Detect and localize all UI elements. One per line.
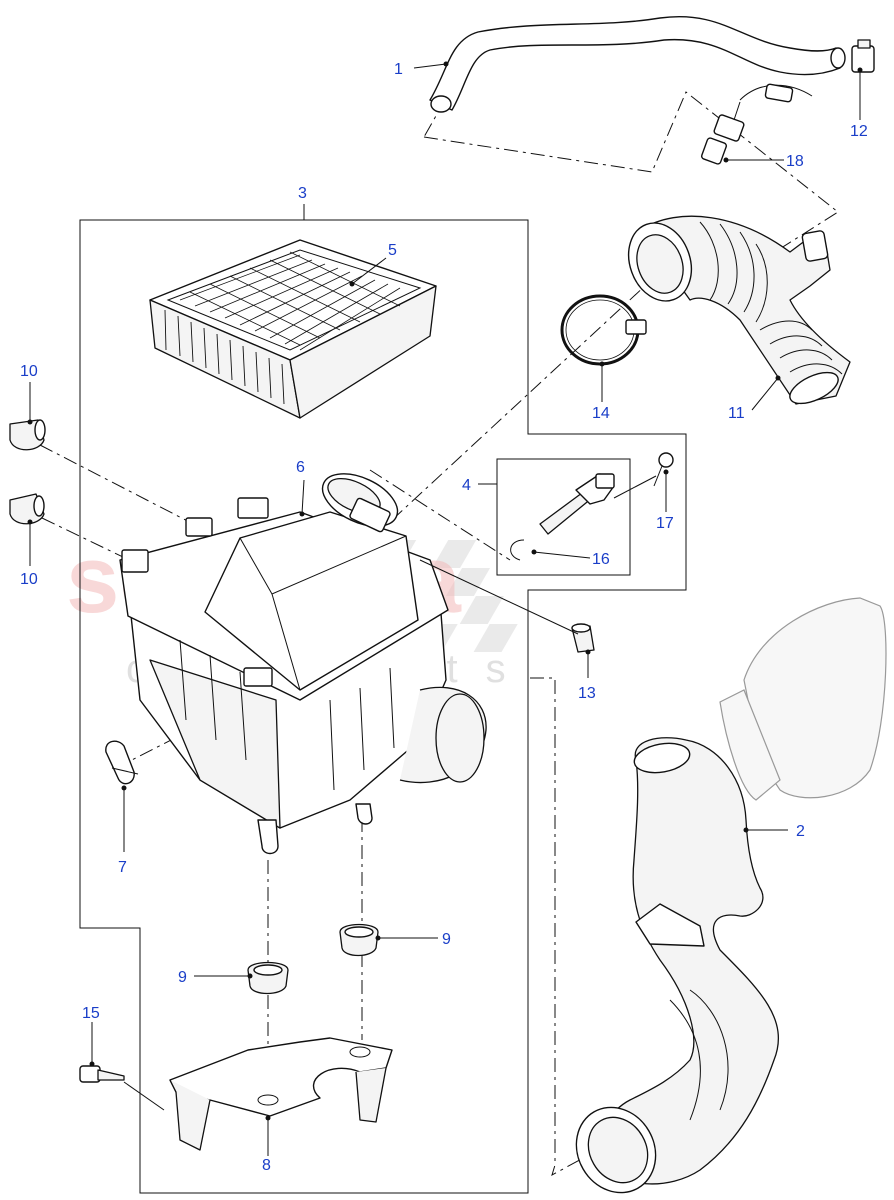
callout-6: 6 bbox=[296, 459, 305, 476]
callout-labels: 1 2 3 4 5 6 7 8 9 9 10 10 11 12 13 14 15… bbox=[20, 61, 868, 1174]
assembly-outline bbox=[79, 219, 687, 1194]
callout-10-lower: 10 bbox=[20, 571, 38, 588]
sensor-o-ring bbox=[510, 539, 525, 561]
bolt bbox=[79, 1065, 125, 1083]
leader-lines bbox=[27, 61, 863, 1156]
hose-clamp bbox=[560, 294, 647, 366]
callout-14: 14 bbox=[592, 405, 610, 422]
air-filter-element bbox=[149, 239, 437, 419]
pipe-connector bbox=[571, 623, 595, 653]
callout-9-lower: 9 bbox=[178, 969, 187, 986]
callout-11: 11 bbox=[728, 405, 745, 422]
callout-1: 1 bbox=[394, 61, 403, 78]
sensor-subassembly-box bbox=[496, 458, 631, 576]
air-cleaner-housing bbox=[119, 473, 487, 855]
mount-rubber-lower bbox=[247, 961, 289, 995]
callout-2: 2 bbox=[796, 823, 805, 840]
temperature-sensor bbox=[700, 83, 813, 165]
hose-clip bbox=[851, 39, 875, 73]
grommet-lower bbox=[9, 493, 45, 525]
grommet-upper bbox=[9, 419, 46, 451]
callout-15: 15 bbox=[82, 1005, 100, 1022]
callout-3: 3 bbox=[298, 185, 307, 202]
callout-9-upper: 9 bbox=[442, 931, 451, 948]
callout-18: 18 bbox=[786, 153, 804, 170]
intake-duct bbox=[575, 737, 779, 1194]
callout-13: 13 bbox=[578, 685, 596, 702]
callout-7: 7 bbox=[118, 859, 127, 876]
callout-8: 8 bbox=[262, 1157, 271, 1174]
retaining-clip bbox=[105, 740, 139, 785]
callout-10-upper: 10 bbox=[20, 363, 38, 380]
intake-duct-bellows bbox=[627, 215, 851, 405]
mass-airflow-sensor bbox=[539, 473, 615, 535]
callout-5: 5 bbox=[388, 242, 397, 259]
mount-rubber-upper bbox=[339, 923, 379, 957]
callout-4: 4 bbox=[462, 477, 471, 494]
breather-hose bbox=[429, 16, 846, 113]
sensor-screw bbox=[653, 452, 674, 487]
callout-17: 17 bbox=[656, 515, 674, 532]
callout-12: 12 bbox=[850, 123, 868, 140]
mounting-bracket bbox=[169, 1037, 393, 1151]
ghost-resonator bbox=[719, 597, 887, 801]
callout-16: 16 bbox=[592, 551, 610, 568]
